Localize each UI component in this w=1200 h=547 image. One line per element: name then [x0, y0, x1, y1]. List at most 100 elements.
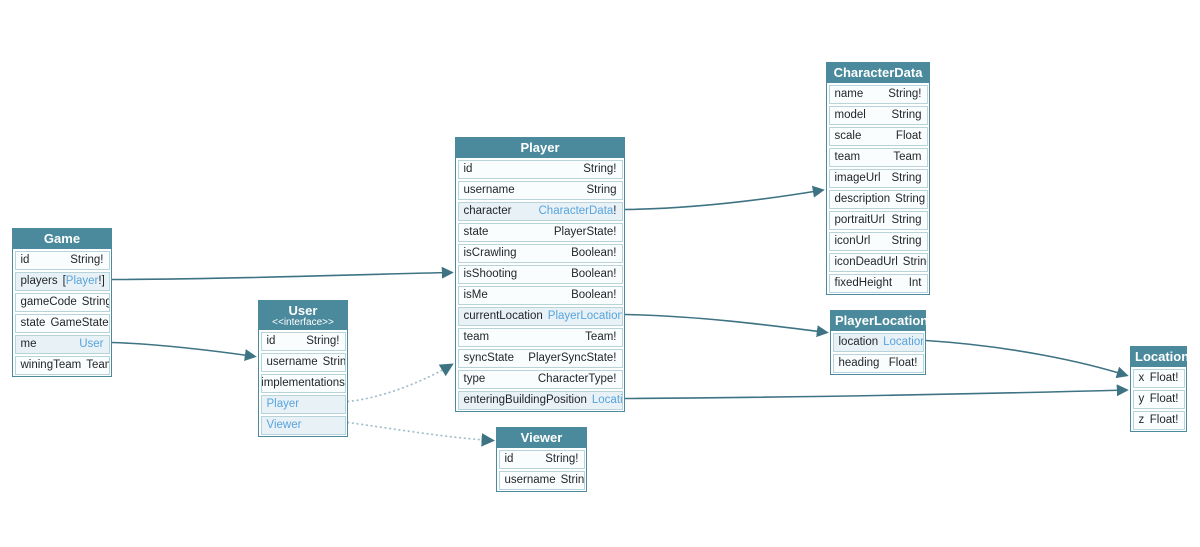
field-row-isshooting: isShooting Boolean! — [457, 264, 623, 284]
type-link[interactable]: PlayerLocation — [547, 309, 623, 322]
field-name: team — [463, 330, 490, 343]
edge-player-character--characterdata — [624, 185, 825, 211]
field-name: winingTeam — [20, 358, 82, 371]
field-name: team — [834, 150, 861, 163]
field-type: Boolean! — [571, 246, 617, 259]
table-header-character-data[interactable]: CharacterData — [827, 63, 929, 83]
field-name: imageUrl — [834, 171, 881, 184]
field-type: PlayerState! — [553, 225, 617, 238]
implementation-link-player[interactable]: Player — [260, 394, 346, 414]
field-name: syncState — [463, 351, 515, 364]
type-link[interactable]: User — [79, 337, 104, 350]
edge-playerlocation-location--location — [925, 339, 1129, 379]
table-header-game[interactable]: Game — [13, 229, 111, 249]
field-row-state: state GameState! — [14, 313, 110, 333]
field-type: User — [79, 336, 103, 353]
field-name: gameCode — [20, 295, 77, 308]
field-row-gamecode: gameCodeString! — [14, 292, 110, 312]
field-type: Float — [895, 129, 922, 142]
field-type: Team — [86, 358, 108, 371]
edge-player-enteringbuildingposition--location — [624, 384, 1129, 400]
field-row-username: username String — [260, 352, 346, 372]
section-label-implementations: implementations — [260, 373, 346, 393]
table-title: CharacterData — [833, 65, 923, 80]
edge-user-player--player — [347, 363, 454, 403]
edge-game-me--user — [111, 341, 257, 362]
field-name: description — [834, 192, 891, 205]
field-name: x — [1138, 371, 1145, 384]
field-type: Boolean! — [571, 267, 617, 280]
type-link[interactable]: Player — [65, 274, 99, 287]
table-title: PlayerLocation — [835, 313, 929, 328]
table-header-player[interactable]: Player — [456, 138, 624, 158]
field-type: PlayerSyncState! — [528, 351, 617, 364]
field-type: CharacterType! — [537, 372, 617, 385]
type-link[interactable]: Player — [266, 397, 300, 410]
field-row-team: team Team! — [457, 327, 623, 347]
type-link[interactable]: Location — [883, 335, 924, 348]
field-name: state — [20, 316, 46, 329]
field-type: GameState! — [50, 316, 110, 329]
edge-player-currentlocation--playerlocation — [624, 313, 829, 338]
field-type: String — [891, 108, 922, 121]
field-type: Team! — [585, 330, 617, 343]
type-link[interactable]: CharacterData — [538, 204, 614, 217]
field-row-winingteam: winingTeam Team — [14, 355, 110, 375]
field-row-players: players[Player!] — [14, 271, 110, 291]
field-row-username: username String — [498, 470, 585, 490]
field-type: String! — [583, 162, 617, 175]
field-type: Float! — [888, 356, 918, 369]
table-title: Game — [43, 231, 81, 246]
type-link[interactable]: Location — [591, 393, 623, 406]
field-name: id — [266, 334, 276, 347]
field-name: isCrawling — [463, 246, 517, 259]
table-header-player-location[interactable]: PlayerLocation — [831, 311, 929, 331]
type-prefix: [ — [62, 274, 66, 287]
table-header-user[interactable]: User<<interface>> — [259, 301, 347, 330]
field-row-icondeadurl: iconDeadUrlString — [828, 252, 928, 272]
field-type: String — [560, 473, 585, 486]
field-name: type — [463, 372, 486, 385]
field-type: String! — [70, 253, 104, 266]
field-name: scale — [834, 129, 862, 142]
table-header-location[interactable]: Location — [1131, 347, 1189, 367]
type-suffix: !] — [98, 274, 105, 287]
field-name: username — [504, 473, 556, 486]
field-row-iscrawling: isCrawling Boolean! — [457, 243, 623, 263]
field-row-state: state PlayerState! — [457, 222, 623, 242]
field-name: name — [834, 87, 864, 100]
field-type: String — [322, 355, 345, 368]
field-name: isMe — [463, 288, 488, 301]
field-name: username — [266, 355, 318, 368]
table-header-viewer[interactable]: Viewer — [497, 428, 586, 448]
field-type: String — [895, 192, 926, 205]
type-link[interactable]: Viewer — [266, 418, 302, 431]
field-name: isShooting — [463, 267, 518, 280]
field-name: id — [504, 452, 514, 465]
implementation-link-viewer[interactable]: Viewer — [260, 415, 346, 435]
field-type: Team — [893, 150, 922, 163]
field-type: String — [891, 234, 922, 247]
field-name: iconDeadUrl — [834, 255, 898, 268]
field-name: portraitUrl — [834, 213, 885, 226]
field-type: CharacterData! — [539, 203, 617, 220]
field-type: String! — [888, 87, 922, 100]
field-name: state — [463, 225, 489, 238]
